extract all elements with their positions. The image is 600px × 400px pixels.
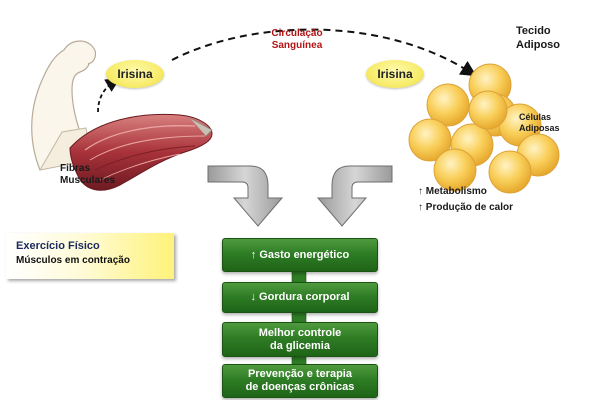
left-curved-arrow	[207, 165, 284, 227]
cells-line2: Adiposas	[519, 123, 560, 133]
effect-fat-line1: ↓ Gordura corporal	[250, 291, 350, 303]
irisina-right-badge: Irisina	[366, 60, 424, 88]
adipose-tissue-label: Tecido Adiposo	[516, 24, 560, 52]
irisina-left-badge: Irisina	[106, 60, 164, 88]
tissue-line1: Tecido	[516, 25, 551, 37]
right-curved-arrow	[316, 165, 393, 227]
fat-cells-label: Células Adiposas	[519, 112, 560, 134]
metabolism-text: ↑ Metabolismo	[418, 186, 487, 197]
exercise-box: Exercício Físico Músculos em contração	[6, 233, 174, 279]
effect-box-energy: ↑ Gasto energético	[222, 238, 378, 272]
circulation-line2: Sanguínea	[271, 40, 323, 51]
effect-glycemia-line1: Melhor controle	[258, 326, 342, 339]
circulation-line1: Circulação	[271, 28, 323, 39]
irisina-left-label: Irisina	[117, 67, 153, 81]
exercise-subtitle: Músculos em contração	[16, 255, 130, 266]
effect-box-glycemia: Melhor controle da glicemia	[222, 322, 378, 357]
effect-glycemia-line2: da glicemia	[270, 339, 330, 352]
muscle-illustration	[69, 113, 213, 191]
exercise-title: Exercício Físico	[16, 240, 100, 252]
effect-prevention-line1: Prevenção e terapia	[248, 368, 352, 380]
tissue-line2: Adiposo	[516, 39, 560, 51]
irisina-right-label: Irisina	[377, 67, 413, 81]
circulation-label: Circulação Sanguínea	[262, 28, 332, 52]
muscle-fibers-label: Fibras Musculares	[60, 163, 115, 187]
cells-line1: Células	[519, 112, 552, 122]
muscle-to-irisina-arrow	[97, 78, 121, 113]
heat-production-text: ↑ Produção de calor	[418, 202, 514, 213]
effect-connectors	[291, 270, 307, 366]
effect-box-fat: ↓ Gordura corporal	[222, 282, 378, 313]
effect-box-prevention: Prevenção e terapia de doenças crônicas	[222, 364, 378, 398]
fibers-line2: Musculares	[60, 175, 116, 186]
fibers-line1: Fibras	[60, 163, 91, 174]
effect-energy-line1: ↑ Gasto energético	[250, 248, 350, 261]
fat-cell-cluster	[408, 63, 560, 194]
effect-prevention-line2: de doenças crônicas	[245, 381, 355, 393]
circulation-arc	[171, 28, 477, 77]
